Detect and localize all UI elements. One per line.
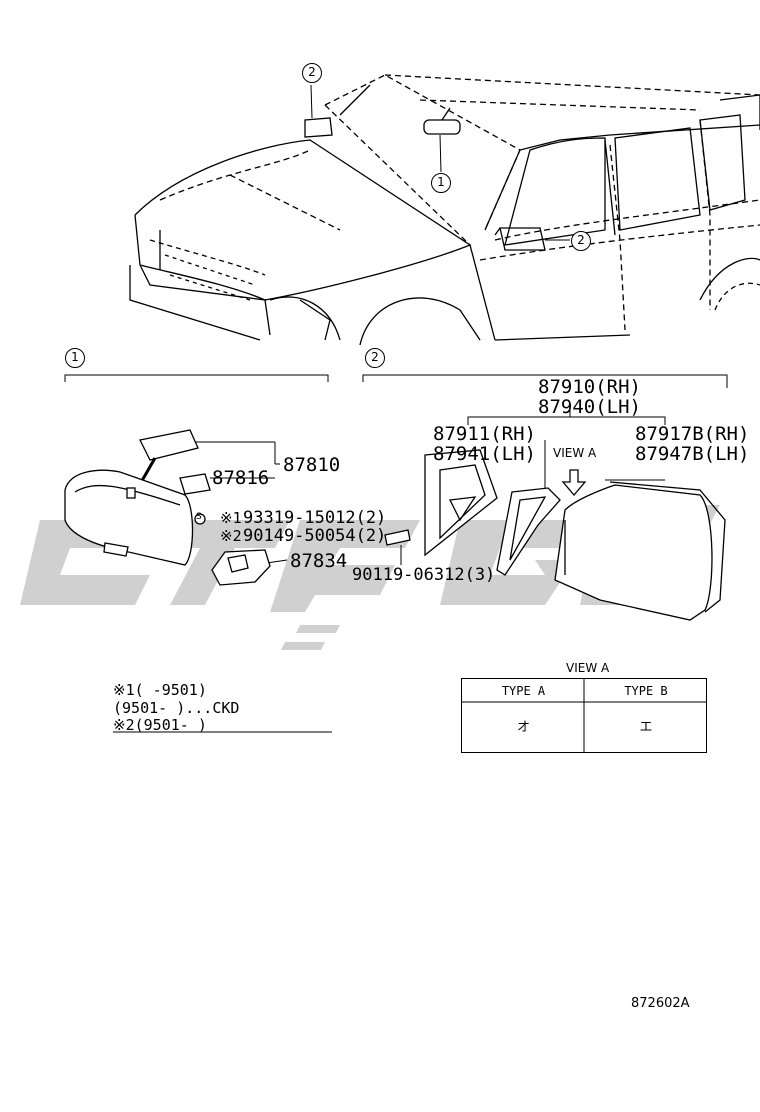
part-87810: 87810	[283, 454, 341, 476]
inner-mirror-drawing	[64, 429, 411, 586]
part-87940: 87940(LH)	[538, 396, 641, 418]
note-line-3: ※2(9501- )	[113, 716, 207, 734]
view-table-lines	[461, 678, 707, 753]
diagram-code: 872602A	[631, 996, 690, 1011]
part-87910: 87910(RH)	[538, 376, 641, 398]
table-cell-type-a: オ	[516, 720, 530, 735]
note1-mark: ※1	[220, 509, 242, 527]
s-symbol: S	[196, 512, 202, 522]
part-87834: 87834	[290, 550, 348, 572]
table-header-type-a: TYPE A	[501, 684, 546, 698]
note-line-2: (9501- )...CKD	[113, 699, 240, 717]
callout-2-top: 2	[302, 63, 322, 83]
table-cell-type-b: エ	[639, 720, 653, 735]
part-87941: 87941(LH)	[433, 443, 536, 465]
part-90149: 90149-50054(2)	[243, 526, 387, 546]
callout-2-section: 2	[365, 348, 385, 368]
part-87947b: 87947B(LH)	[635, 443, 750, 465]
view-a-table: TYPE A TYPE B オ エ	[461, 678, 707, 753]
note-line-1: ※1( -9501)	[113, 681, 207, 699]
view-table-title: VIEW A	[566, 661, 610, 675]
table-header-type-b: TYPE B	[624, 684, 668, 698]
note2-mark: ※2	[220, 527, 242, 545]
vehicle-outline	[129, 74, 760, 346]
view-a-label: VIEW A	[553, 446, 597, 460]
part-90119: 90119-06312(3)	[352, 565, 496, 585]
part-87911: 87911(RH)	[433, 423, 536, 445]
callout-1-top: 1	[431, 173, 451, 193]
part-87816: 87816	[212, 467, 270, 489]
outer-mirror-drawing	[424, 449, 726, 621]
callout-1-section: 1	[65, 348, 85, 368]
part-87917b: 87917B(RH)	[635, 423, 750, 445]
callout-2-side: 2	[571, 231, 591, 251]
part-93319: 93319-15012(2)	[243, 508, 387, 528]
